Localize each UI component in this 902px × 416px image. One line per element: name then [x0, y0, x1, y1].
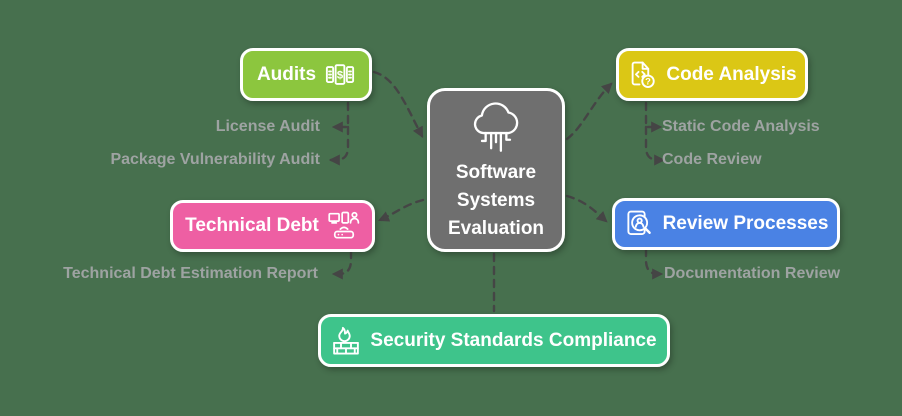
banknotes-icon: $ — [325, 64, 355, 85]
connector-code-static — [644, 101, 663, 133]
connector-central-code — [565, 82, 613, 141]
child-label-license-audit: License Audit — [215, 118, 320, 135]
cloud-data-icon — [473, 102, 519, 153]
connector-review-documentation — [644, 247, 664, 280]
connector-central-techdebt — [377, 198, 425, 222]
central-label-line: Evaluation — [447, 217, 545, 239]
node-security-standards-compliance: Security Standards Compliance — [318, 314, 670, 367]
node-audits: Audits $ — [240, 48, 372, 101]
connector-audits-license — [331, 101, 350, 133]
node-label: Code Analysis — [666, 63, 797, 85]
connector-code-codereview — [644, 125, 666, 166]
child-label-technical-debt-estimation-report: Technical Debt Estimation Report — [63, 265, 318, 282]
connector-central-review — [565, 194, 608, 223]
node-label: Review Processes — [662, 213, 829, 234]
node-software-systems-evaluation: Software Systems Evaluation — [427, 88, 565, 252]
connector-audits-central — [372, 70, 424, 138]
node-label: Audits — [256, 63, 317, 85]
child-label-code-review: Code Review — [662, 151, 762, 168]
connector-audits-package — [328, 125, 350, 166]
firewall-flame-icon — [333, 326, 360, 354]
node-technical-debt: Technical Debt — [170, 200, 375, 252]
child-label-static-code-analysis: Static Code Analysis — [662, 118, 820, 135]
child-label-package-vulnerability-audit: Package Vulnerability Audit — [110, 151, 320, 168]
svg-text:$: $ — [337, 70, 344, 82]
child-label-documentation-review: Documentation Review — [664, 265, 841, 282]
node-review-processes: Review Processes — [612, 198, 840, 250]
svg-text:?: ? — [646, 76, 652, 86]
devices-network-icon — [328, 211, 360, 239]
document-person-search-icon — [627, 210, 651, 235]
connector-techdebt-report — [331, 249, 353, 280]
code-file-question-icon: ? — [632, 61, 656, 88]
central-label-line: Software — [455, 162, 537, 184]
central-label-line: Systems — [456, 190, 536, 212]
node-code-analysis: ? Code Analysis — [616, 48, 808, 101]
node-label: Security Standards Compliance — [370, 329, 657, 351]
node-label: Technical Debt — [185, 215, 319, 236]
